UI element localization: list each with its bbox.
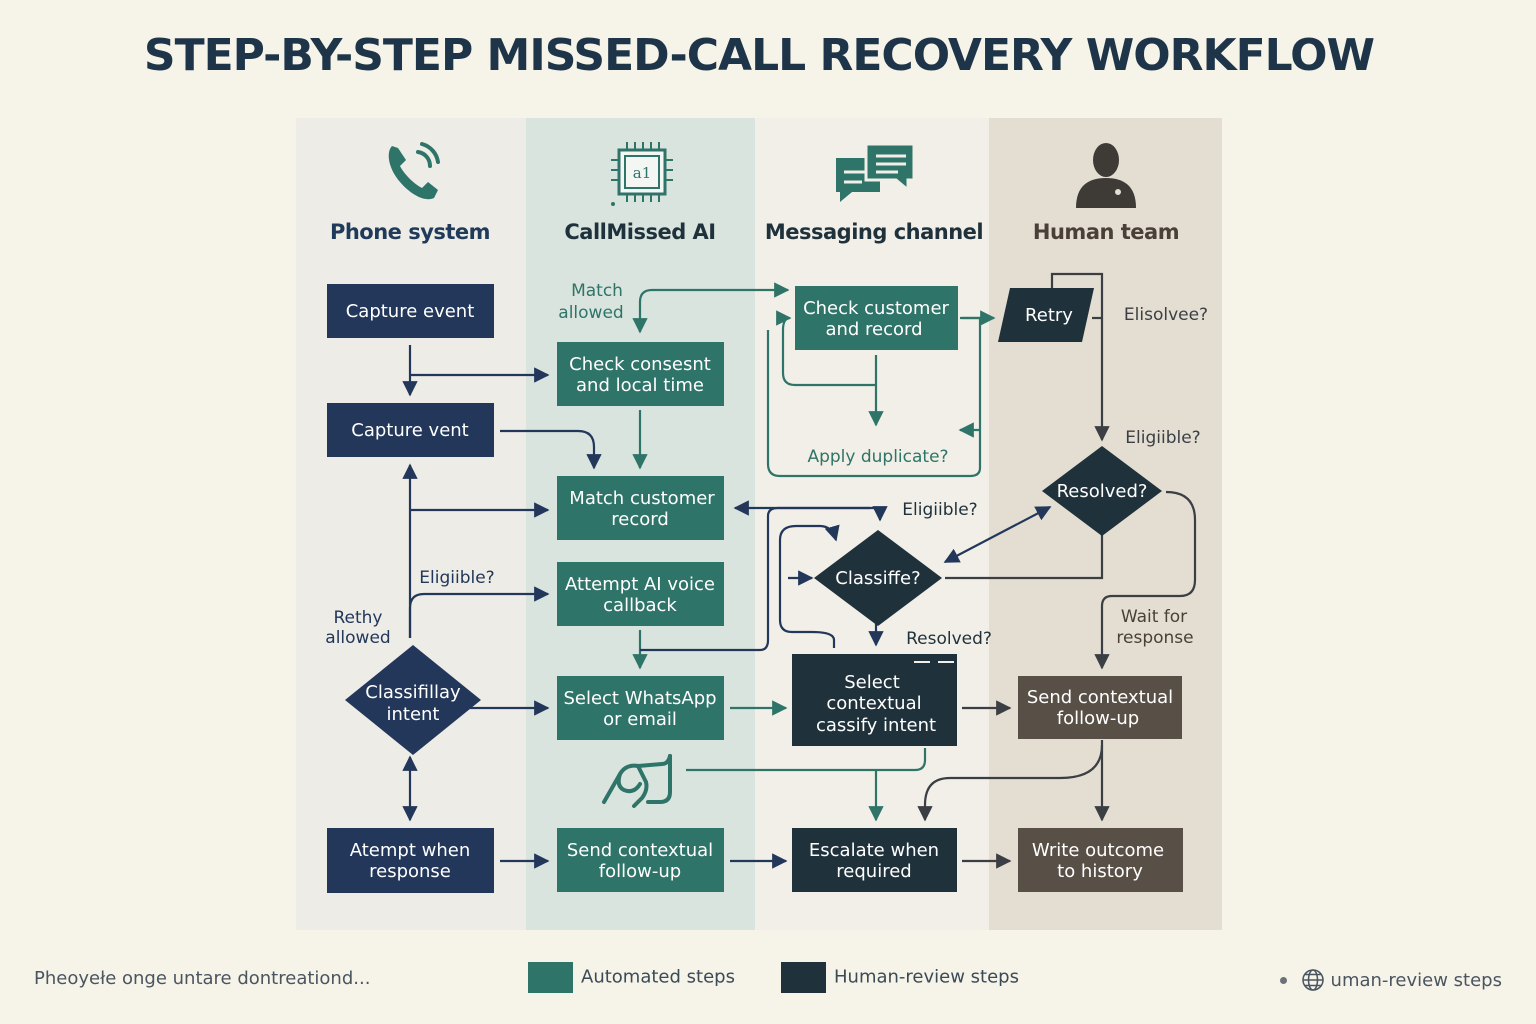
node-attempt-ai-callback[interactable]: Attempt AI voice callback (557, 562, 724, 626)
node-write-outcome[interactable]: Write outcome to history (1018, 828, 1183, 892)
node-write-outcome-line1: Write outcome (1032, 840, 1164, 861)
decision-classify-intent-phone-line2: intent (386, 704, 439, 725)
label-eligible-human: Eligiible? (1125, 428, 1200, 448)
lane-title-ai: CallMissed AI (564, 220, 715, 244)
legend-automated: Automated steps (528, 962, 735, 993)
node-select-contextual[interactable]: Select contextual cassify intent (792, 654, 957, 746)
label-retry-allowed-line2: allowed (325, 628, 390, 648)
node-select-contextual-line2: contextual (826, 693, 921, 714)
node-capture-vent[interactable]: Capture vent (327, 403, 494, 457)
node-attempt-ai-callback-line1: Attempt AI voice (565, 574, 715, 595)
node-select-whatsapp-line2: or email (603, 709, 677, 730)
legend-human-review-label: Human-review steps (834, 966, 1019, 988)
node-check-consent-line1: Check consesnt (569, 354, 711, 375)
footer-right: uman-review steps (1279, 968, 1502, 992)
node-check-customer-record-line1: Check customer (803, 298, 949, 319)
chat-bubbles-icon (836, 142, 916, 202)
node-escalate-required-line1: Escalate when (809, 840, 939, 861)
bullet-dot (1279, 976, 1287, 984)
node-write-outcome-line2: to history (1057, 861, 1143, 882)
label-eligible-phone: Eligiible? (419, 568, 494, 588)
person-icon (1076, 143, 1136, 208)
node-attempt-when-response[interactable]: Atempt when response (327, 828, 494, 893)
node-escalate-required[interactable]: Escalate when required (792, 828, 957, 892)
node-select-contextual-line3: cassify intent (816, 715, 936, 736)
node-match-customer-record-line2: record (611, 509, 669, 530)
label-wait-line1: Wait for (1121, 607, 1187, 627)
decision-classify-intent-phone[interactable]: Classifillay intent (345, 645, 481, 755)
legend-human-review-swatch (781, 962, 826, 993)
node-capture-event[interactable]: Capture event (327, 284, 494, 338)
node-capture-event-label: Capture event (346, 301, 475, 322)
label-wait-line2: response (1116, 628, 1193, 648)
node-send-followup-ai-line1: Send contextual (567, 840, 713, 861)
legend-human-review: Human-review steps (781, 962, 1019, 993)
page-title: STEP-BY-STEP MISSED-CALL RECOVERY WORKFL… (143, 30, 1375, 81)
label-retry-allowed-line1: Rethy (333, 608, 382, 628)
pointer-hand-icon (602, 754, 672, 808)
decision-resolved-label: Resolved? (1057, 481, 1148, 502)
footer-right-label: uman-review steps (1330, 969, 1502, 991)
node-check-customer-record-line2: and record (825, 319, 922, 340)
phone-icon (388, 142, 440, 200)
node-check-consent[interactable]: Check consesnt and local time (557, 342, 724, 406)
legend-automated-swatch (528, 962, 573, 993)
lane-title-phone: Phone system (330, 220, 490, 244)
node-send-followup-human[interactable]: Send contextual follow-up (1018, 676, 1182, 739)
label-resolved-msg: Resolved? (906, 629, 992, 649)
node-match-customer-record[interactable]: Match customer record (557, 476, 724, 540)
globe-icon (1301, 969, 1324, 991)
node-send-followup-human-line1: Send contextual (1027, 687, 1173, 708)
label-apply-duplicate: Apply duplicate? (807, 447, 948, 467)
label-match-allowed-line2: allowed (558, 303, 623, 323)
decision-classify-label: Classiffe? (835, 568, 920, 589)
node-check-consent-line2: and local time (576, 375, 704, 396)
node-attempt-when-response-line1: Atempt when (350, 840, 470, 861)
node-escalate-required-line2: required (836, 861, 911, 882)
footer-note: Pheoyełe onge untare dontreationd... (34, 968, 371, 989)
ai-chip-icon: a1 (611, 142, 673, 206)
node-check-customer-record[interactable]: Check customer and record (795, 286, 958, 350)
label-elisolvee: Elisolvee? (1124, 305, 1208, 325)
connectors (402, 272, 1197, 869)
decision-classify-intent-phone-line1: Classifillay (365, 682, 461, 703)
node-retry[interactable]: Retry (998, 288, 1094, 342)
node-match-customer-record-line1: Match customer (569, 488, 715, 509)
decision-resolved[interactable]: Resolved? (1042, 446, 1162, 536)
lane-title-messaging: Messaging channel (765, 220, 983, 244)
node-send-followup-ai-line2: follow-up (599, 861, 681, 882)
node-select-whatsapp-line1: Select WhatsApp (563, 688, 716, 709)
node-retry-label: Retry (1025, 305, 1073, 326)
node-capture-vent-label: Capture vent (351, 420, 468, 441)
node-attempt-ai-callback-line2: callback (603, 595, 677, 616)
label-match-allowed-line1: Match (571, 281, 623, 301)
node-select-contextual-line1: Select (844, 672, 900, 693)
ai-chip-label: a1 (633, 164, 652, 182)
node-send-followup-human-line2: follow-up (1057, 708, 1139, 729)
node-attempt-when-response-line2: response (369, 861, 451, 882)
node-select-whatsapp[interactable]: Select WhatsApp or email (557, 676, 724, 740)
legend-automated-label: Automated steps (581, 966, 735, 988)
node-send-followup-ai[interactable]: Send contextual follow-up (557, 828, 724, 892)
decision-classify[interactable]: Classiffe? (814, 530, 942, 626)
lane-title-human: Human team (1033, 220, 1179, 244)
label-eligible-msg: Eligiible? (902, 500, 977, 520)
